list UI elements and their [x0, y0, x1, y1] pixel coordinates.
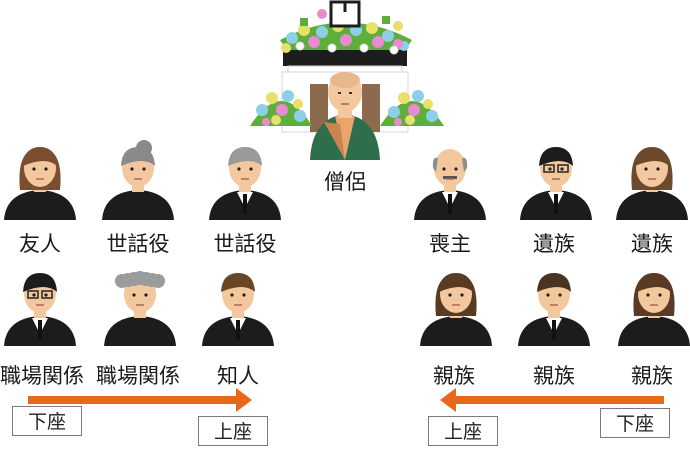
right-row1-label-1: 喪主	[429, 232, 471, 256]
right-upper-seat-box: 上座	[428, 416, 498, 446]
right-row2-person-1	[420, 273, 492, 346]
right-row1-label-2: 遺族	[533, 232, 575, 256]
priest-label: 僧侶	[324, 170, 366, 194]
flower-stand-left	[250, 90, 312, 126]
right-row2-person-2	[518, 273, 590, 346]
right-row1-person-2	[520, 147, 592, 220]
left-upper-seat-box: 上座	[198, 416, 268, 446]
left-row1-person-3	[209, 147, 281, 220]
left-row2-label-2: 職場関係	[96, 364, 180, 388]
left-row2-label-3: 知人	[217, 364, 259, 388]
right-row1-person-1	[414, 149, 486, 220]
left-row1-label-2: 世話役	[106, 232, 170, 256]
right-row2-label-2: 親族	[533, 364, 575, 388]
arrow-right-group	[440, 388, 664, 412]
right-row1-person-3	[616, 147, 688, 220]
right-row2-label-3: 親族	[631, 364, 673, 388]
flower-stand-right	[380, 90, 444, 126]
left-lower-seat-box: 下座	[12, 406, 82, 436]
left-row2-person-2	[104, 271, 176, 346]
right-row2-label-1: 親族	[433, 364, 475, 388]
left-row2-label-1: 職場関係	[0, 364, 84, 388]
flower-arrangement-top	[280, 0, 412, 73]
priest-figure	[310, 72, 380, 160]
left-row1-label-1: 友人	[19, 232, 61, 256]
left-row1-person-2	[102, 140, 174, 220]
left-row1-label-3: 世話役	[213, 232, 277, 256]
attendees	[4, 140, 690, 346]
left-row2-person-3	[202, 273, 274, 346]
right-row1-label-3: 遺族	[631, 232, 673, 256]
left-row2-person-1	[4, 273, 76, 346]
right-row2-person-3	[618, 273, 690, 346]
arrow-left-group	[28, 388, 252, 412]
right-lower-seat-box: 下座	[600, 408, 670, 438]
left-row1-person-1	[4, 147, 76, 220]
